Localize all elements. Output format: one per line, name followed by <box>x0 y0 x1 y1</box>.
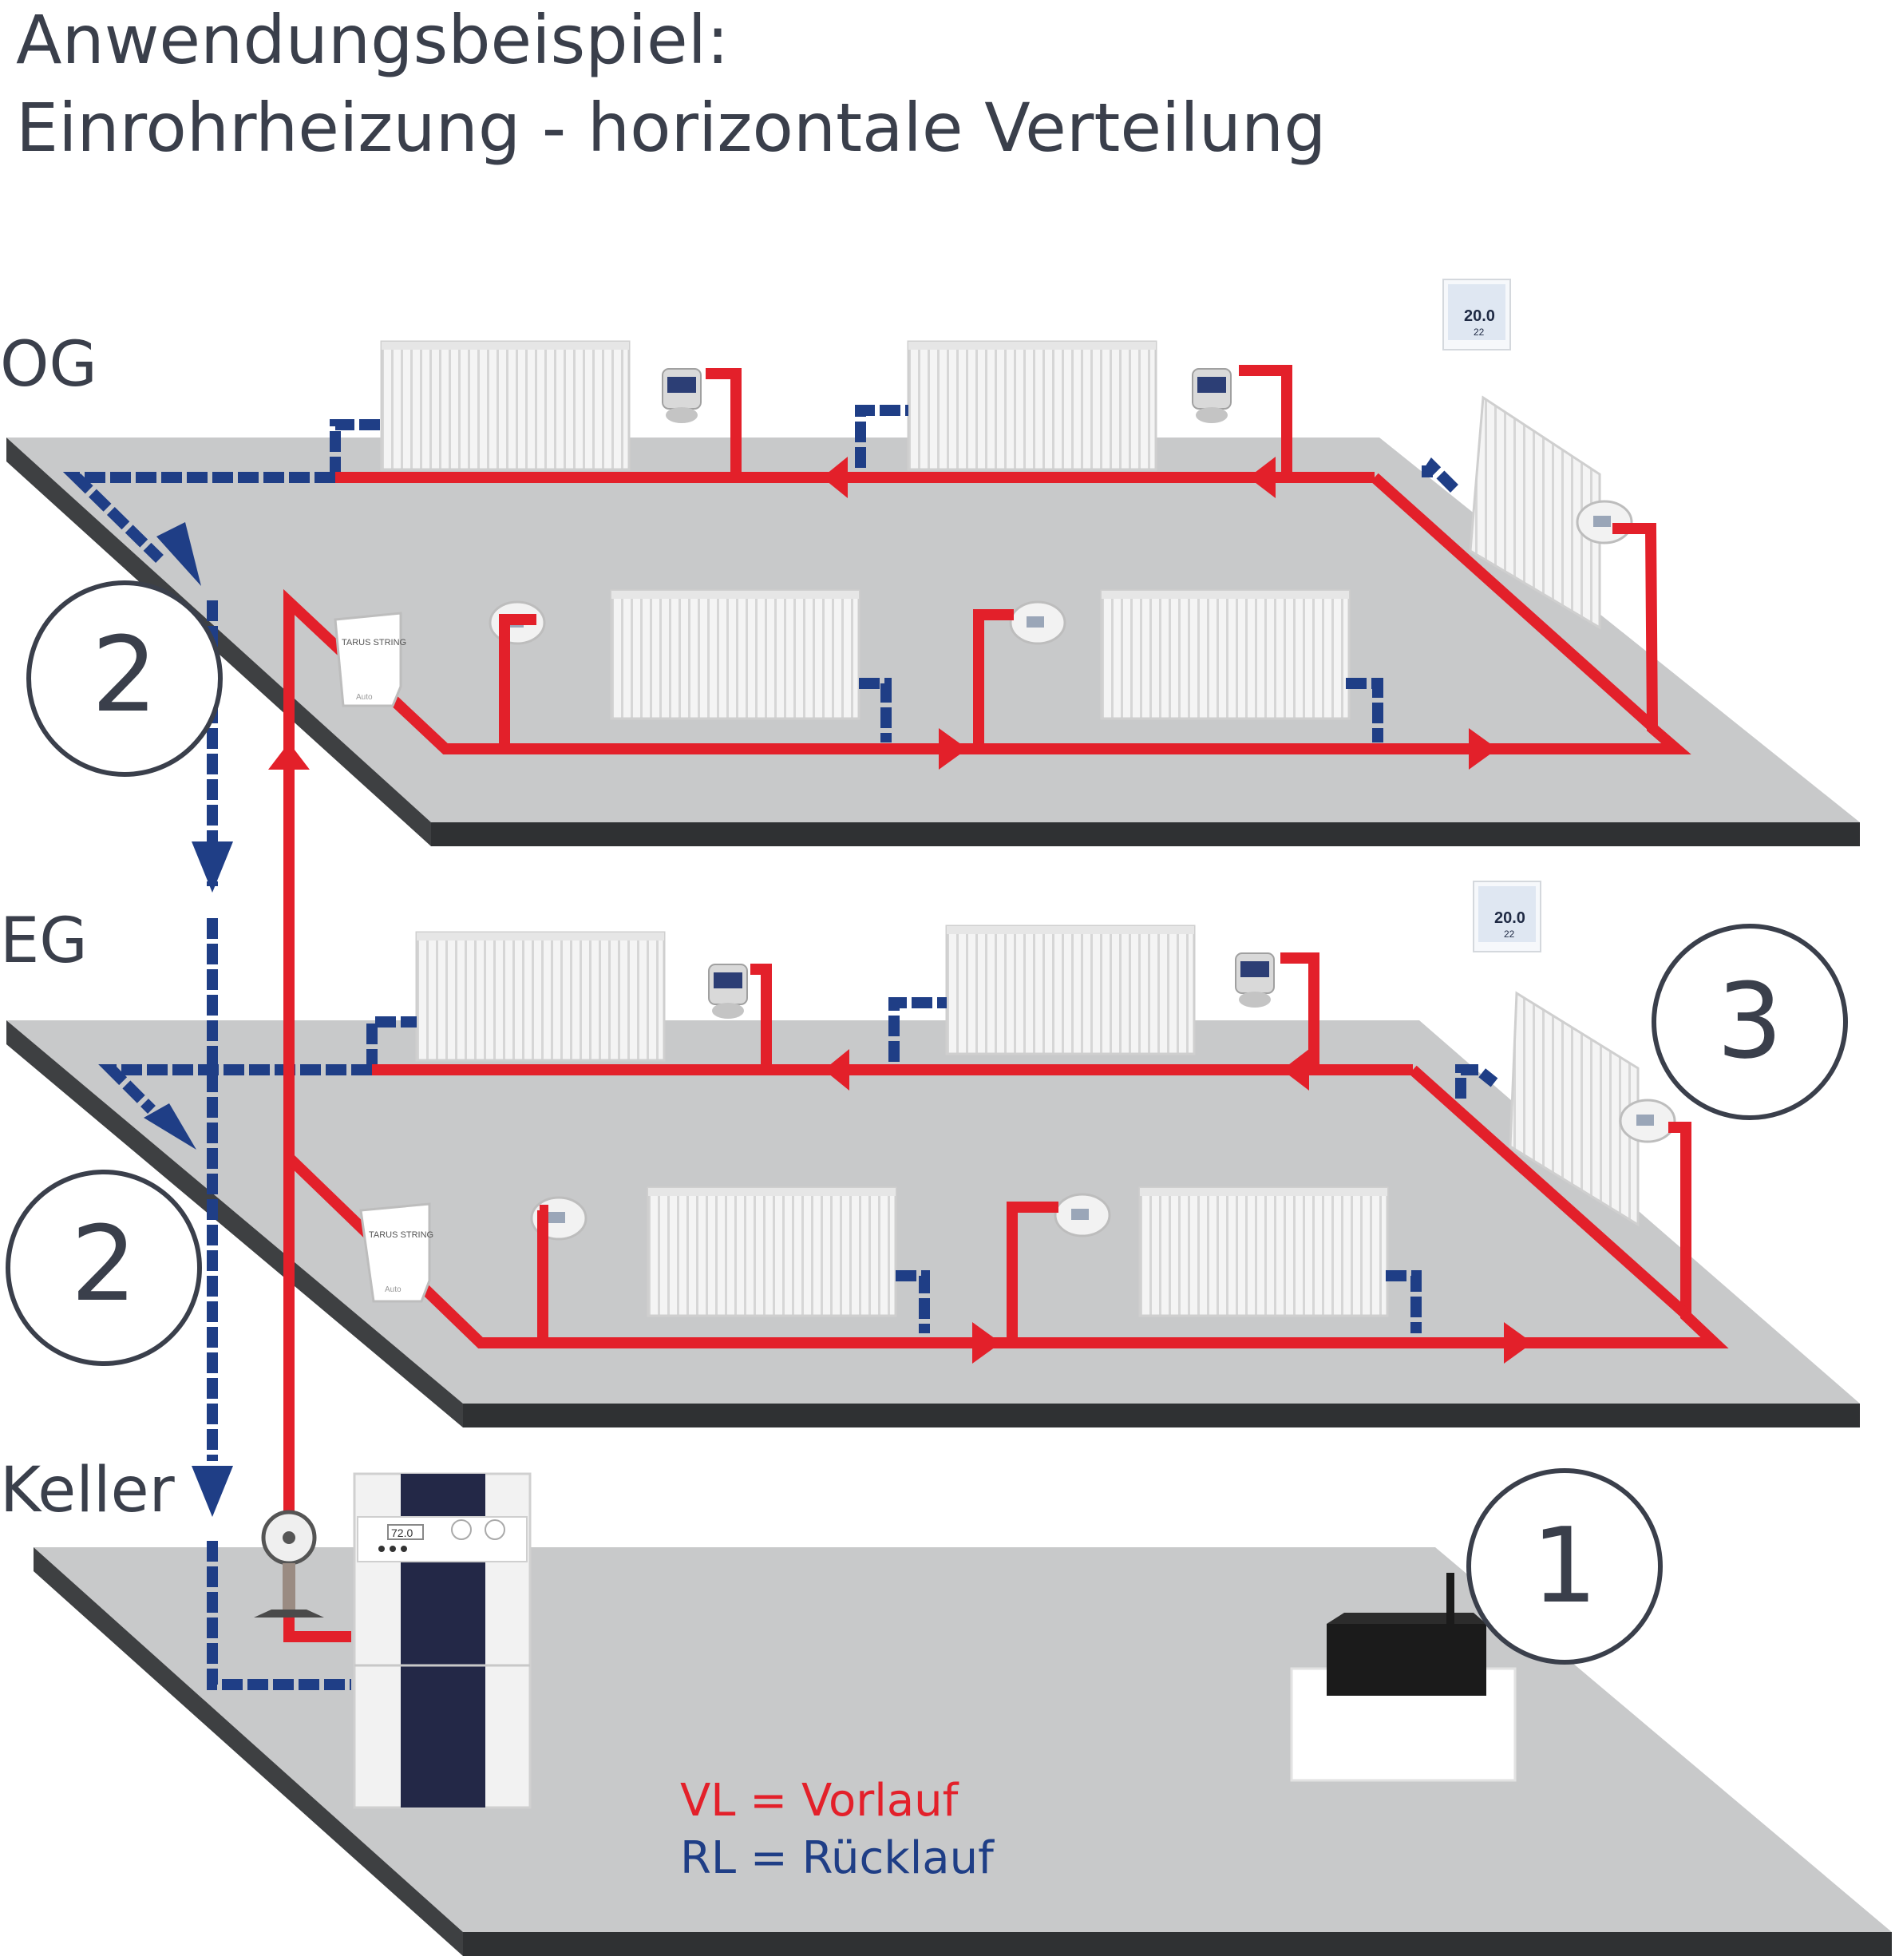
floor-label-eg: EG <box>0 905 88 977</box>
marker-eg-2: 2 <box>6 1170 202 1366</box>
title-line-1: Anwendungsbeispiel: <box>16 1 730 79</box>
floor-label-og: OG <box>0 329 97 401</box>
eg-radiator-back-left <box>415 931 666 1062</box>
eg-thermostat-value: 20.0 <box>1494 909 1525 927</box>
flow-arrows <box>144 457 1533 1517</box>
marker-eg-3: 3 <box>1652 924 1848 1120</box>
og-thermostat-set: 22 <box>1474 327 1485 338</box>
eg-thermostat-set: 22 <box>1504 929 1515 940</box>
og-radiator-back-left <box>380 340 631 471</box>
marker-keller-1: 1 <box>1466 1468 1663 1665</box>
og-valve-head-2 <box>1192 368 1232 424</box>
eg-radiator-front-right <box>1138 1186 1389 1317</box>
og-radiator-front-left <box>610 589 860 720</box>
marker-keller-1-label: 1 <box>1532 1505 1598 1626</box>
og-smart-valve-2 <box>1009 600 1066 645</box>
og-room-thermostat: 20.0 22 <box>1442 279 1511 350</box>
marker-og-2: 2 <box>26 580 223 777</box>
og-radiator-front-right <box>1100 589 1351 720</box>
og-valve-head-1 <box>662 368 702 424</box>
og-string-actuator: TARUS STRING Auto <box>334 612 406 707</box>
eg-room-thermostat: 20.0 22 <box>1473 881 1541 952</box>
eg-actuator-sub: Auto <box>385 1285 402 1294</box>
boiler-display: 72.0 <box>391 1526 413 1539</box>
eg-radiator-front-left <box>647 1186 897 1317</box>
og-radiator-back-right <box>907 340 1157 471</box>
eg-string-actuator: TARUS STRING Auto <box>359 1202 433 1303</box>
home-gateway <box>1290 1573 1517 1782</box>
supply-pipes <box>283 365 1729 1642</box>
eg-radiator-back-right <box>945 925 1196 1055</box>
eg-radiator-side <box>1509 991 1640 1227</box>
og-radiator-side <box>1469 395 1601 630</box>
marker-eg-3-label: 3 <box>1717 960 1783 1082</box>
marker-eg-2-label: 2 <box>71 1203 137 1324</box>
eg-smart-valve-3 <box>1619 1099 1676 1143</box>
og-smart-valve-3 <box>1576 500 1633 544</box>
circulation-pump <box>254 1510 324 1617</box>
eg-actuator-label: TARUS STRING <box>369 1230 433 1240</box>
eg-valve-head-1 <box>708 964 748 1020</box>
floor-slab-eg <box>6 1020 1860 1427</box>
marker-og-2-label: 2 <box>92 614 158 735</box>
floor-label-keller: Keller <box>0 1455 175 1526</box>
og-actuator-sub: Auto <box>356 693 373 702</box>
og-actuator-label: TARUS STRING <box>342 638 406 647</box>
eg-smart-valve-2 <box>1054 1193 1111 1237</box>
legend-ruecklauf: RL = Rücklauf <box>680 1832 994 1884</box>
eg-valve-head-2 <box>1235 952 1275 1008</box>
floor-slab-og <box>6 438 1860 846</box>
legend-vorlauf: VL = Vorlauf <box>680 1775 959 1827</box>
og-thermostat-value: 20.0 <box>1464 307 1495 325</box>
title-line-2: Einrohrheizung - horizontale Verteilung <box>16 89 1327 167</box>
boiler: 72.0 <box>353 1472 532 1809</box>
